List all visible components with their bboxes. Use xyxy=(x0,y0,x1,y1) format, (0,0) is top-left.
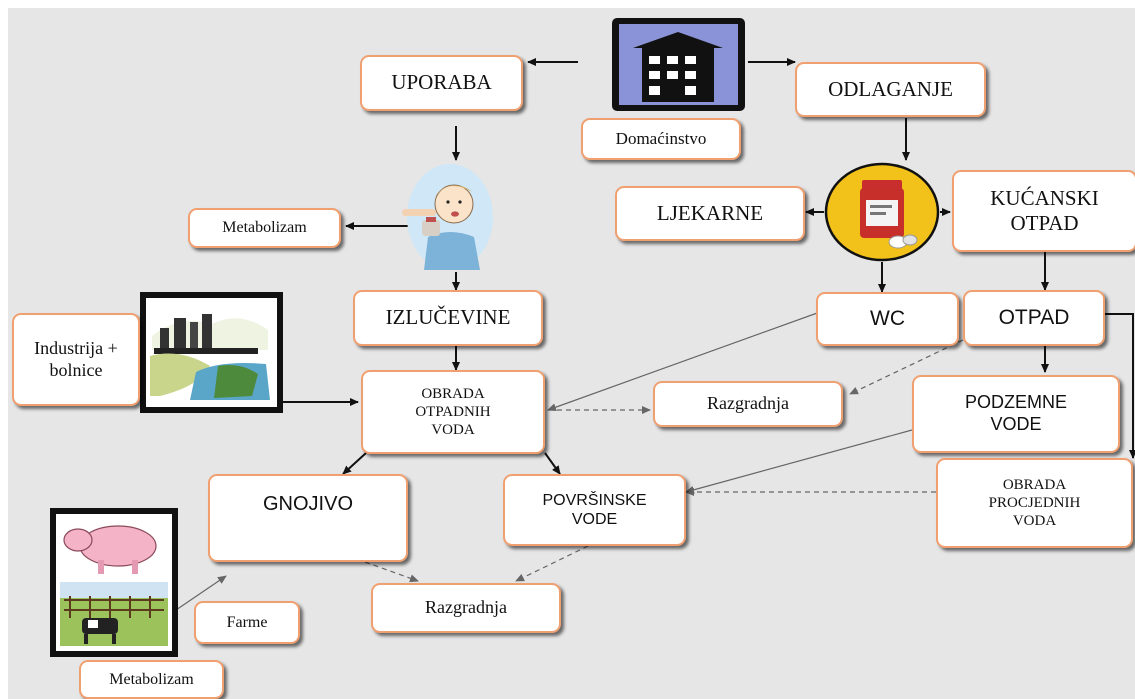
line-povrsinske-to-razgradnja xyxy=(515,545,589,582)
node-uporaba: UPORABA xyxy=(360,55,523,111)
line-wc-to-obrada xyxy=(547,311,821,412)
node-metabolizam-top: Metabolizam xyxy=(188,208,341,248)
node-gnojivo: GNOJIVO xyxy=(208,474,408,562)
arrow-obrada-to-povrsinske xyxy=(544,452,561,475)
node-obrada-procjednih: OBRADA PROCJEDNIH VODA xyxy=(936,458,1133,548)
medicine-bottle-icon xyxy=(824,162,940,262)
line-podzemne-to-povrsinske xyxy=(685,429,913,494)
house-icon xyxy=(612,18,745,111)
line-gnojivo-to-razgradnja xyxy=(364,561,419,583)
node-odlaganje: ODLAGANJE xyxy=(795,62,986,117)
farm-animals-icon xyxy=(50,508,178,657)
node-otpad: OTPAD xyxy=(963,290,1105,346)
node-wc: WC xyxy=(816,292,959,346)
node-podzemne: PODZEMNE VODE xyxy=(912,375,1120,453)
industry-icon xyxy=(140,292,283,413)
node-metabolizam-bottom: Metabolizam xyxy=(79,660,224,699)
node-industrija: Industrija + bolnice xyxy=(12,313,140,406)
line-otpad-to-razgradnja xyxy=(849,339,964,395)
node-ljekarne: LJEKARNE xyxy=(615,186,805,241)
node-povrsinske: POVRŠINSKE VODE xyxy=(503,474,686,546)
node-izlucevine: IZLUČEVINE xyxy=(353,290,543,346)
node-domacinstvo: Domaćinstvo xyxy=(581,118,741,160)
node-razgradnja-mid: Razgradnja xyxy=(653,381,843,427)
line-farm-to-gnojivo xyxy=(175,575,227,611)
arrow-otpad-to-obrada-procjednih xyxy=(1105,313,1135,459)
node-farme: Farme xyxy=(194,601,300,644)
node-obrada-otpadnih: OBRADA OTPADNIH VODA xyxy=(361,370,545,454)
arrow-obrada-to-gnojivo xyxy=(342,452,367,475)
node-kucanski-otpad: KUĆANSKI OTPAD xyxy=(952,170,1135,252)
child-medicine-icon xyxy=(400,162,495,272)
node-razgradnja-bottom: Razgradnja xyxy=(371,583,561,633)
